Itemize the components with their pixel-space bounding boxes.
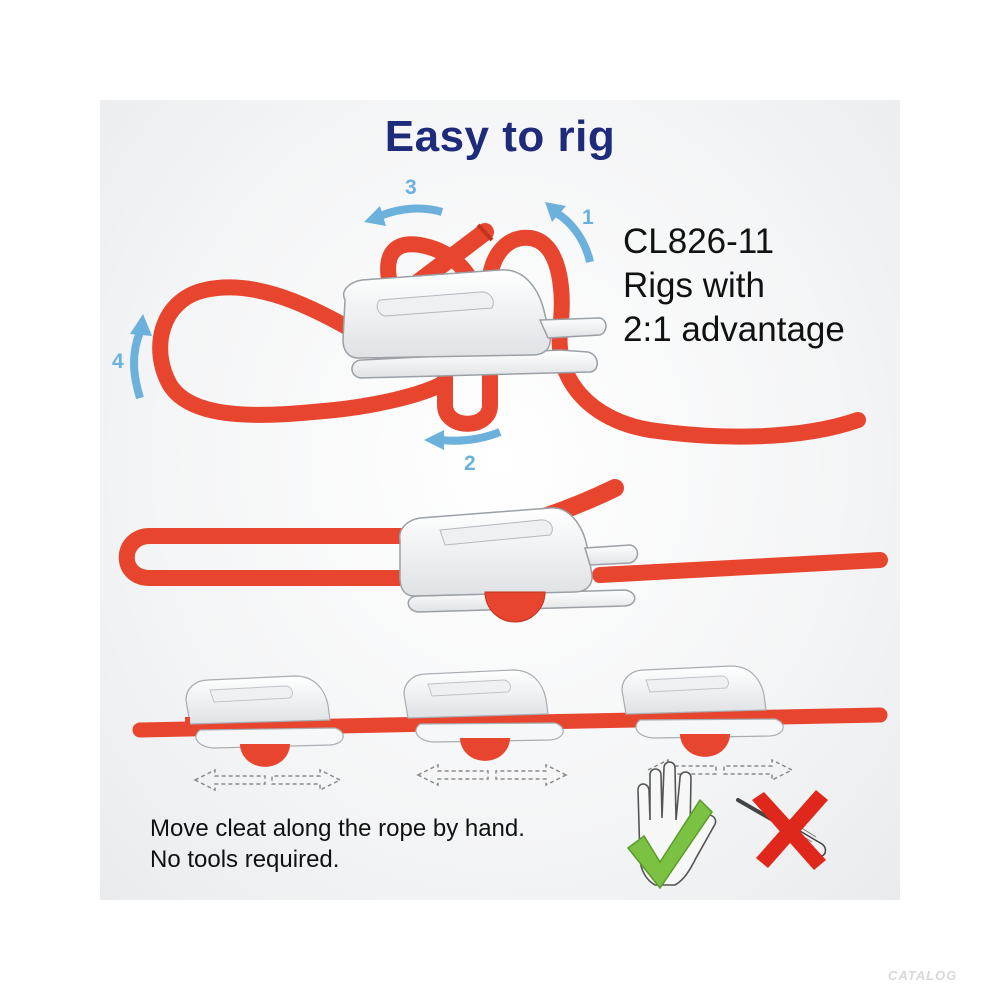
caption-line-2: No tools required. [150,846,340,873]
step-arrows [130,202,594,450]
rope-left-loop [152,279,448,423]
step-1-label: 1 [582,206,594,229]
step-3-arrow-left-icon [364,204,444,226]
cleat-top [342,269,607,379]
middle-rigging-figure [118,479,888,623]
rope-bottom [132,707,888,738]
cleat-middle [399,507,639,623]
double-arrow-icon [646,758,794,782]
page-title: Easy to rig [384,112,616,161]
double-arrow-icon [416,763,568,787]
watermark: CATALOG [888,968,958,983]
caption-line-1: Move cleat along the rope by hand. [150,815,525,842]
product-rigs-with: Rigs with [623,266,765,305]
step-2-label: 2 [464,452,476,475]
check-icon [626,798,713,890]
top-rigging-figure [152,223,866,445]
step-1-arrow-up-icon [545,202,594,263]
rope-middle-loop [118,528,478,586]
rope-tail-cap [476,223,494,242]
bottom-cleat-row [132,665,888,792]
step-4-label: 4 [112,350,124,373]
double-arrow-icon [193,768,342,792]
hand-icon [637,761,717,886]
product-model: CL826-11 [623,222,775,261]
cleat-bottom-1 [185,675,344,767]
rope-middle-right [592,552,888,583]
step-4-arrow-up-icon [130,314,152,400]
step-3-label: 3 [405,176,417,199]
cleat-bottom-2 [403,669,564,761]
cross-icon [752,790,828,870]
diagram-panel [100,100,900,900]
rope-bottom-u [437,342,498,432]
product-advantage: 2:1 advantage [623,310,845,349]
step-2-arrow-left-icon [424,428,502,450]
cleat-bottom-3 [621,665,784,757]
